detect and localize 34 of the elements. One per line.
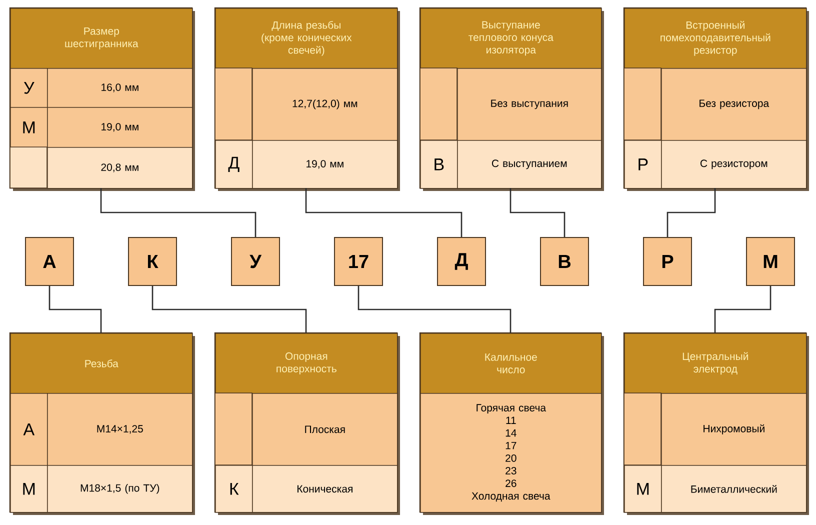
connector-line: [305, 188, 462, 237]
connector-line: [358, 286, 512, 333]
letter-box: У: [231, 237, 280, 286]
connector-line: [100, 188, 256, 237]
connector-line: [510, 188, 566, 237]
letter-box: М: [746, 237, 795, 286]
table-header: Центральный электрод: [624, 333, 807, 394]
connector-line: [666, 188, 716, 237]
connector-line: [48, 286, 102, 333]
letter-box: Р: [643, 237, 692, 286]
table-header: Размер шестигранника: [10, 8, 193, 69]
letter-box: Д: [437, 237, 486, 286]
code-cell: А: [10, 393, 48, 466]
table-header: Встроенный помехоподавительный резистор: [624, 8, 807, 69]
code-cell: Д: [215, 140, 253, 189]
letter-box: А: [25, 237, 74, 286]
code-cell: К: [215, 465, 253, 513]
table-header: Калильное число: [420, 333, 602, 394]
code-cell: М: [10, 465, 48, 513]
connector-line: [714, 286, 772, 333]
code-cell: В: [420, 140, 458, 189]
table-header: Длина резьбы (кроме конических свечей): [215, 8, 398, 69]
letter-box: В: [540, 237, 589, 286]
connector-line: [152, 286, 307, 333]
code-cell: У: [10, 68, 48, 108]
value-cell: Горячая свеча 11 14 17 20 23 26 Холодная свеча: [420, 393, 602, 513]
table-header: Выступание теплового конуса изолятора: [420, 8, 602, 69]
code-cell: М: [624, 465, 662, 513]
table-header: Опорная поверхность: [215, 333, 398, 394]
code-cell: М: [10, 107, 48, 148]
code-cell: Р: [624, 140, 662, 189]
letter-box: К: [128, 237, 177, 286]
table-header: Резьба: [10, 333, 193, 394]
letter-box: 17: [334, 237, 383, 286]
